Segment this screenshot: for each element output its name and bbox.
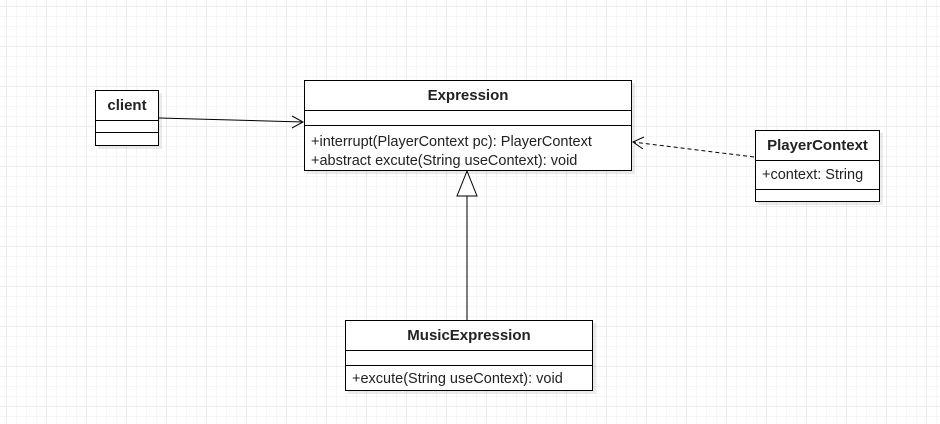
attribute-context: +context: String [762, 167, 864, 183]
class-name: MusicExpression [346, 321, 592, 351]
operation-abstract-excute: +abstract excute(String useContext): voi… [311, 153, 578, 169]
class-expression[interactable]: Expression +interrupt(PlayerContext pc):… [304, 80, 632, 171]
operation-excute: +excute(String useContext): void [352, 371, 563, 387]
class-operations [756, 190, 879, 201]
dependency-edge-playercontext-expression [631, 136, 755, 158]
class-musicexpression[interactable]: MusicExpression +excute(String useContex… [345, 320, 593, 391]
class-attributes [96, 121, 158, 133]
class-playercontext[interactable]: PlayerContext +context: String [755, 130, 880, 202]
class-attributes: +context: String [756, 161, 879, 190]
class-name: PlayerContext [756, 131, 879, 161]
class-name: client [96, 91, 158, 121]
association-edge-client-expression [158, 115, 305, 129]
class-attributes [305, 111, 631, 126]
class-client[interactable]: client [95, 90, 159, 146]
class-operations [96, 133, 158, 145]
class-operations: +excute(String useContext): void [346, 366, 592, 389]
class-name: Expression [305, 81, 631, 111]
class-operations: +interrupt(PlayerContext pc): PlayerCont… [305, 126, 631, 171]
class-attributes [346, 351, 592, 366]
operation-interrupt: +interrupt(PlayerContext pc): PlayerCont… [311, 134, 592, 150]
generalization-edge-musicexpression-expression [456, 169, 478, 320]
